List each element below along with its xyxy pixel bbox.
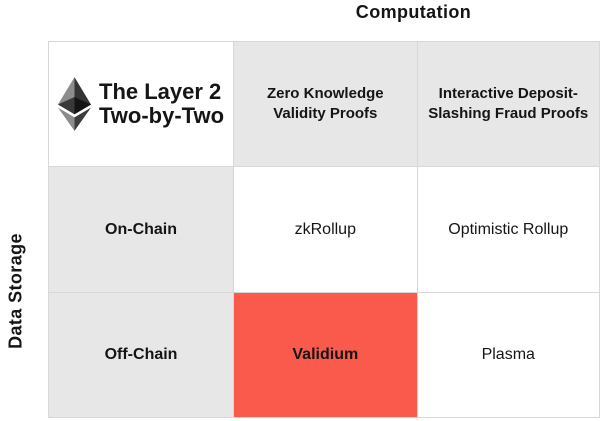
column-header-zero-knowledge: Zero Knowledge Validity Proofs [233, 41, 418, 167]
two-by-two-matrix: The Layer 2 Two-by-Two Zero Knowledge Va… [47, 41, 600, 418]
data-storage-axis-label: Data Storage [5, 233, 26, 349]
diagram-title: The Layer 2 Two-by-Two [99, 78, 225, 128]
cell-zkrollup: zkRollup [233, 166, 418, 293]
ethereum-logo-icon [58, 77, 91, 131]
computation-axis-label: Computation [355, 2, 472, 22]
cell-plasma: Plasma [416, 292, 600, 418]
row-header-off-chain: Off-Chain [47, 292, 235, 418]
row-header-on-chain: On-Chain [47, 166, 235, 293]
header-row: The Layer 2 Two-by-Two Zero Knowledge Va… [47, 41, 600, 167]
legend: The Layer 2 Two-by-Two [58, 77, 224, 131]
cell-validium: Validium [233, 292, 418, 418]
column-header-fraud-proofs: Interactive Deposit-Slashing Fraud Proof… [416, 41, 600, 167]
cell-optimistic-rollup: Optimistic Rollup [416, 166, 600, 293]
row-off-chain: Off-Chain Validium Plasma [47, 292, 600, 418]
diagram-title-line2: Two-by-Two [99, 103, 225, 128]
diagram-title-line1: The Layer 2 [99, 78, 222, 104]
row-on-chain: On-Chain zkRollup Optimistic Rollup [47, 166, 600, 293]
legend-cell: The Layer 2 Two-by-Two [47, 41, 235, 167]
